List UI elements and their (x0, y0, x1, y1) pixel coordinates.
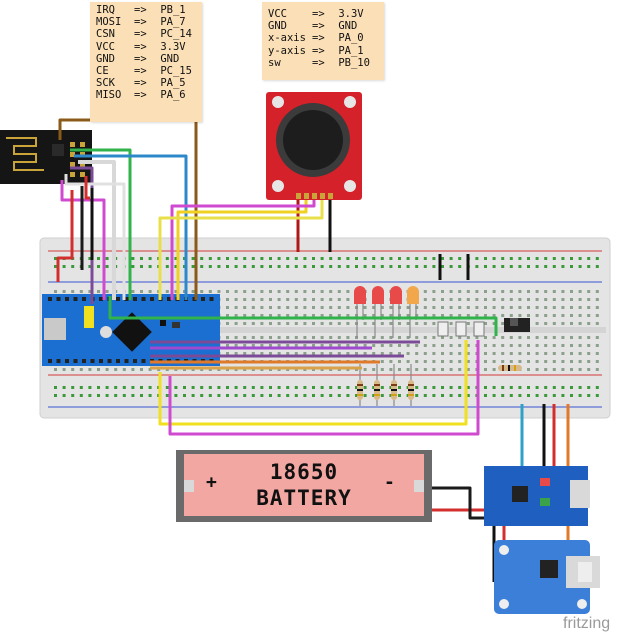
arrow: => (134, 77, 147, 90)
signal-name: GND (96, 52, 115, 65)
battery-plus-sign: + (206, 472, 217, 493)
signal-name: CSN (96, 28, 115, 41)
pin-name: 3.3V (332, 8, 364, 20)
signal-name: MOSI (96, 16, 122, 29)
signal-name: VCC (268, 8, 287, 20)
fritzing-watermark: fritzing (563, 615, 611, 632)
resistors (357, 364, 522, 406)
arrow: => (134, 52, 147, 65)
pin-map-row: y-axis => PA_1 (268, 45, 384, 57)
pin-map-row: VCC => 3.3V (268, 8, 384, 20)
pin-map-row: x-axis => PA_0 (268, 32, 384, 44)
arrow: => (134, 28, 147, 41)
signal-name: x-axis (268, 32, 306, 45)
pin-name: PB_1 (154, 4, 186, 16)
pin-map-row: MOSI => PA_7 (96, 16, 202, 28)
arrow: => (312, 8, 325, 20)
signal-name: MISO (96, 89, 122, 102)
battery-minus-sign: - (384, 472, 395, 493)
booster-module (494, 540, 600, 614)
arrow: => (134, 65, 147, 78)
battery-holder (176, 450, 432, 522)
pin-name: PA_1 (332, 44, 364, 57)
pin-map-row: CSN => PC_14 (96, 28, 202, 40)
pin-name: PA_6 (154, 89, 186, 102)
arrow: => (134, 89, 147, 102)
pin-map-row: MISO => PA_6 (96, 89, 202, 101)
pin-map-row: sw => PB_10 (268, 57, 384, 69)
charger-module (484, 466, 590, 526)
pin-map-row: VCC => 3.3V (96, 41, 202, 53)
signal-name: sw (268, 56, 281, 69)
pin-map-row: GND => GND (96, 53, 202, 65)
arrow: => (134, 40, 147, 53)
pin-name: PC_15 (154, 65, 192, 78)
pin-map-row: GND => GND (268, 20, 384, 32)
pin-name: PC_14 (154, 28, 192, 41)
signal-name: SCK (96, 77, 115, 90)
stm32-blue-pill (42, 294, 220, 366)
push-buttons (437, 318, 530, 337)
pin-name: 3.3V (154, 40, 186, 53)
battery-label-line2: BATTERY (256, 486, 352, 510)
signal-name: IRQ (96, 4, 115, 16)
signal-name: GND (268, 20, 287, 33)
pin-name: GND (154, 52, 180, 65)
arrow: => (312, 32, 325, 45)
pin-name: PA_5 (154, 77, 186, 90)
joystick-module (266, 92, 362, 200)
arrow: => (134, 4, 147, 16)
arrow: => (134, 16, 147, 29)
signal-name: CE (96, 65, 109, 78)
pin-name: GND (332, 20, 358, 33)
arrow: => (312, 56, 325, 69)
battery-label-line1: 18650 (269, 460, 339, 484)
pin-name: PB_10 (332, 56, 370, 69)
pin-map-row: IRQ => PB_1 (96, 4, 202, 16)
signal-name: VCC (96, 40, 115, 53)
arrow: => (312, 20, 325, 33)
arrow: => (312, 44, 325, 57)
pin-name: PA_7 (154, 16, 186, 29)
pin-map-row: SCK => PA_5 (96, 77, 202, 89)
signal-name: y-axis (268, 44, 306, 57)
pin-name: PA_0 (332, 32, 364, 45)
pin-map-row: CE => PC_15 (96, 65, 202, 77)
led-row (354, 286, 419, 338)
